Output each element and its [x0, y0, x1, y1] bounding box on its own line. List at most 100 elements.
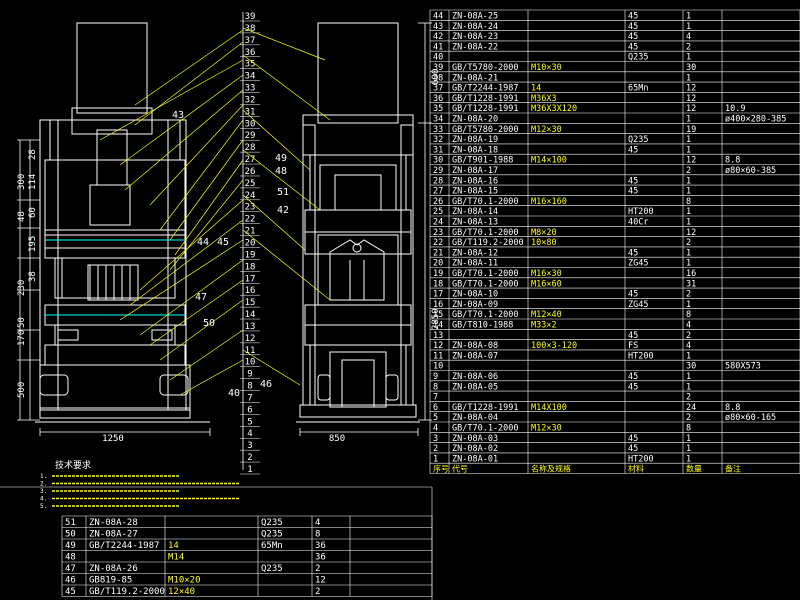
- bom-right-cell-note: ø400×280-385: [725, 115, 786, 125]
- bom-bottom-cell-code: GB/T2244-1987: [89, 541, 159, 551]
- bom-bottom-cell-mat: Q235: [261, 564, 283, 574]
- bom-right-cell-mat: 45: [628, 290, 638, 300]
- bom-bottom-cell-no: 45: [65, 587, 76, 597]
- bom-right-cell-name: 14: [531, 84, 541, 94]
- balloon-33: 33: [245, 84, 256, 94]
- bom-right-cell-qty: 1: [686, 434, 691, 444]
- bom-right-cell-qty: 12: [686, 156, 696, 166]
- bom-right-cell-mat: ZG45: [628, 300, 648, 310]
- balloon-6: 6: [247, 405, 252, 415]
- bom-right-cell-no: 7: [433, 393, 438, 403]
- callout-50: 50: [203, 318, 215, 329]
- bom-bottom-cell-no: 50: [65, 530, 76, 540]
- bom-right-cell-no: 43: [433, 22, 443, 32]
- bom-bottom-cell-no: 48: [65, 553, 76, 563]
- bom-right-cell-note: 8.8: [725, 156, 740, 166]
- bom-right-cell-code: ZN-08A-12: [452, 248, 498, 258]
- bom-right-cell-qty: 1: [686, 300, 691, 310]
- bom-right-cell-no: 8: [433, 382, 438, 392]
- bom-right-cell-qty: 1: [686, 145, 691, 155]
- tech-req-line: 4.: [40, 496, 47, 503]
- bom-right-cell-qty: 30: [686, 362, 696, 372]
- bom-right-cell-no: 42: [433, 32, 443, 42]
- balloon-27: 27: [245, 155, 256, 165]
- bom-right-cell-no: 5: [433, 413, 438, 423]
- bom-right-cell-qty: 1: [686, 351, 691, 361]
- bom-right-cell-qty: 24: [686, 403, 696, 413]
- bom-right-cell-qty: 1: [686, 22, 691, 32]
- balloon-24: 24: [245, 191, 256, 201]
- bom-right-cell-qty: 12: [686, 84, 696, 94]
- bom-right-cell-mat: 45: [628, 32, 638, 42]
- bom-right-cell-no: 10: [433, 362, 443, 372]
- balloon-37: 37: [245, 36, 256, 46]
- bom-right-cell-mat: 45: [628, 444, 638, 454]
- balloon-28: 28: [245, 143, 256, 153]
- bom-right-cell-no: 35: [433, 104, 443, 114]
- bom-right-cell-no: 3: [433, 434, 438, 444]
- bom-right-cell-qty: 1: [686, 372, 691, 382]
- callout-43: 43: [172, 110, 184, 121]
- bom-right-cell-no: 32: [433, 135, 443, 145]
- bom-right-cell-mat: 45: [628, 42, 638, 52]
- balloon-1: 1: [247, 465, 252, 475]
- bom-right-cell-no: 24: [433, 218, 443, 228]
- bom-right-cell-no: 39: [433, 63, 443, 73]
- balloon-25: 25: [245, 179, 256, 189]
- bom-right-cell-qty: 4: [686, 32, 691, 42]
- bom-bottom-cell-no: 51: [65, 518, 76, 528]
- bom-right-cell-code: GB/T1228-1991: [452, 104, 519, 114]
- bom-bottom-cell-no: 47: [65, 564, 76, 574]
- bom-right-cell-code: GB/T901-1988: [452, 156, 513, 166]
- leader-lines: [99, 27, 331, 396]
- bom-right-cell-code: ZN-08A-20: [452, 115, 498, 125]
- bom-right-cell-code: GB/T70.1-2000: [452, 424, 519, 434]
- bom-right-cell-qty: 1: [686, 218, 691, 228]
- bom-right-cell-no: 16: [433, 300, 443, 310]
- balloon-36: 36: [245, 48, 256, 58]
- bom-right-cell-qty: 1: [686, 73, 691, 83]
- dim-195: 195: [28, 236, 38, 252]
- bom-right-cell-mat: 65Mn: [628, 84, 648, 94]
- balloon-35: 35: [245, 60, 256, 70]
- bom-right-cell-qty: 12: [686, 228, 696, 238]
- bom-right-cell-no: 9: [433, 372, 438, 382]
- bom-right-cell-code: ZN-08A-07: [452, 351, 498, 361]
- bom-right-cell-name: 10×80: [531, 238, 557, 248]
- balloon-26: 26: [245, 167, 256, 177]
- front-view: [35, 22, 210, 423]
- bom-right-cell-mat: FS: [628, 341, 638, 351]
- bom-right-cell-code: GB/T70.1-2000: [452, 197, 519, 207]
- bom-right-cell-mat: 45: [628, 176, 638, 186]
- bom-right-cell-name: 100×3-120: [531, 341, 577, 351]
- balloon-15: 15: [245, 298, 256, 308]
- bom-bottom-cell-qty: 8: [315, 530, 320, 540]
- bom-right-cell-qty: 8: [686, 424, 691, 434]
- callout-48: 48: [275, 166, 287, 177]
- bom-right-cell-code: GB/T70.1-2000: [452, 310, 519, 320]
- bom-bottom-cell-name: 14: [168, 541, 179, 551]
- dim-60: 60: [28, 207, 38, 218]
- balloon-30: 30: [245, 119, 256, 129]
- dim-114: 114: [28, 174, 38, 190]
- bom-right-cell-qty: 8: [686, 310, 691, 320]
- bom-right-cell-qty: 2: [686, 238, 691, 248]
- bom-right-cell-qty: 19: [686, 125, 696, 135]
- bom-right-header-qty: 数量: [686, 464, 702, 474]
- dim-height-total: 2850: [431, 308, 441, 330]
- bom-right-cell-name: M14×100: [531, 156, 567, 166]
- bom-right-cell-code: ZN-08A-24: [452, 22, 498, 32]
- bom-bottom-cell-mat: Q235: [261, 518, 283, 528]
- bom-right-cell-code: ZN-08A-17: [452, 166, 498, 176]
- bom-right-cell-qty: 1: [686, 207, 691, 217]
- balloon-18: 18: [245, 262, 256, 272]
- bom-right-cell-name: M36X3: [531, 94, 557, 104]
- bom-right-cell-code: ZN-08A-19: [452, 135, 498, 145]
- bom-right-cell-no: 31: [433, 145, 443, 155]
- bom-right-cell-qty: 1: [686, 454, 691, 464]
- callout-45: 45: [217, 237, 229, 248]
- bom-bottom-cell-code: GB819-85: [89, 576, 132, 586]
- bom-right-cell-qty: 2: [686, 42, 691, 52]
